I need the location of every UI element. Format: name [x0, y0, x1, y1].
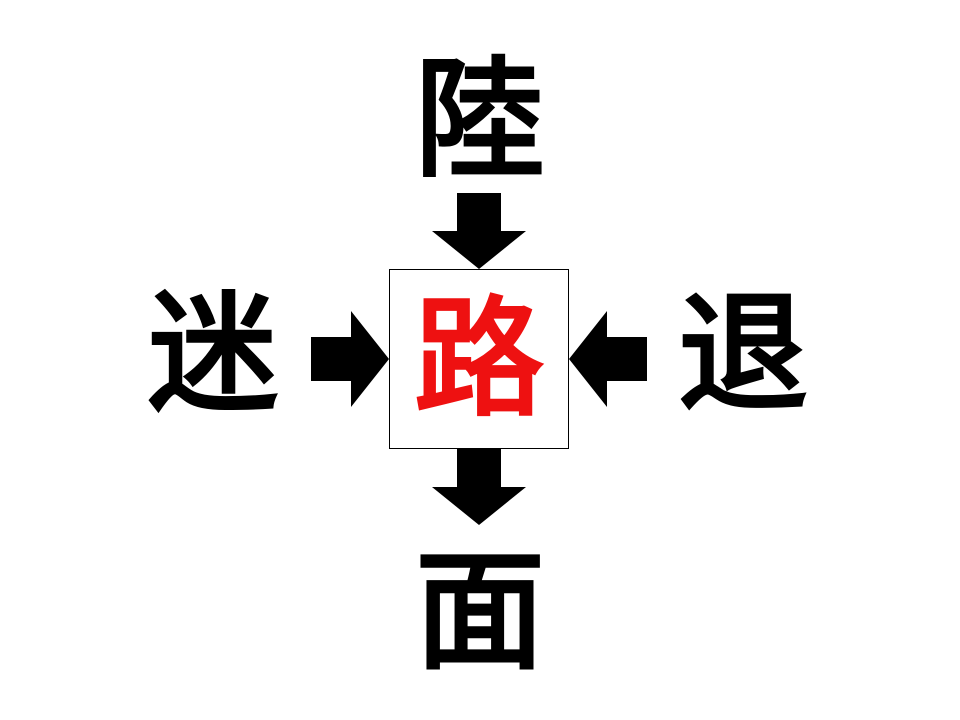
left-kanji: 迷 [147, 278, 278, 430]
answer-kanji: 路 [413, 283, 544, 435]
arrow-left-icon [569, 311, 647, 407]
right-kanji: 退 [677, 278, 808, 430]
top-kanji: 陸 [414, 44, 545, 196]
arrow-down-icon [432, 449, 526, 525]
answer-box: 路 [389, 269, 569, 449]
arrow-right-icon [311, 311, 389, 407]
bottom-kanji: 面 [414, 536, 545, 688]
arrow-down-icon [432, 193, 526, 269]
